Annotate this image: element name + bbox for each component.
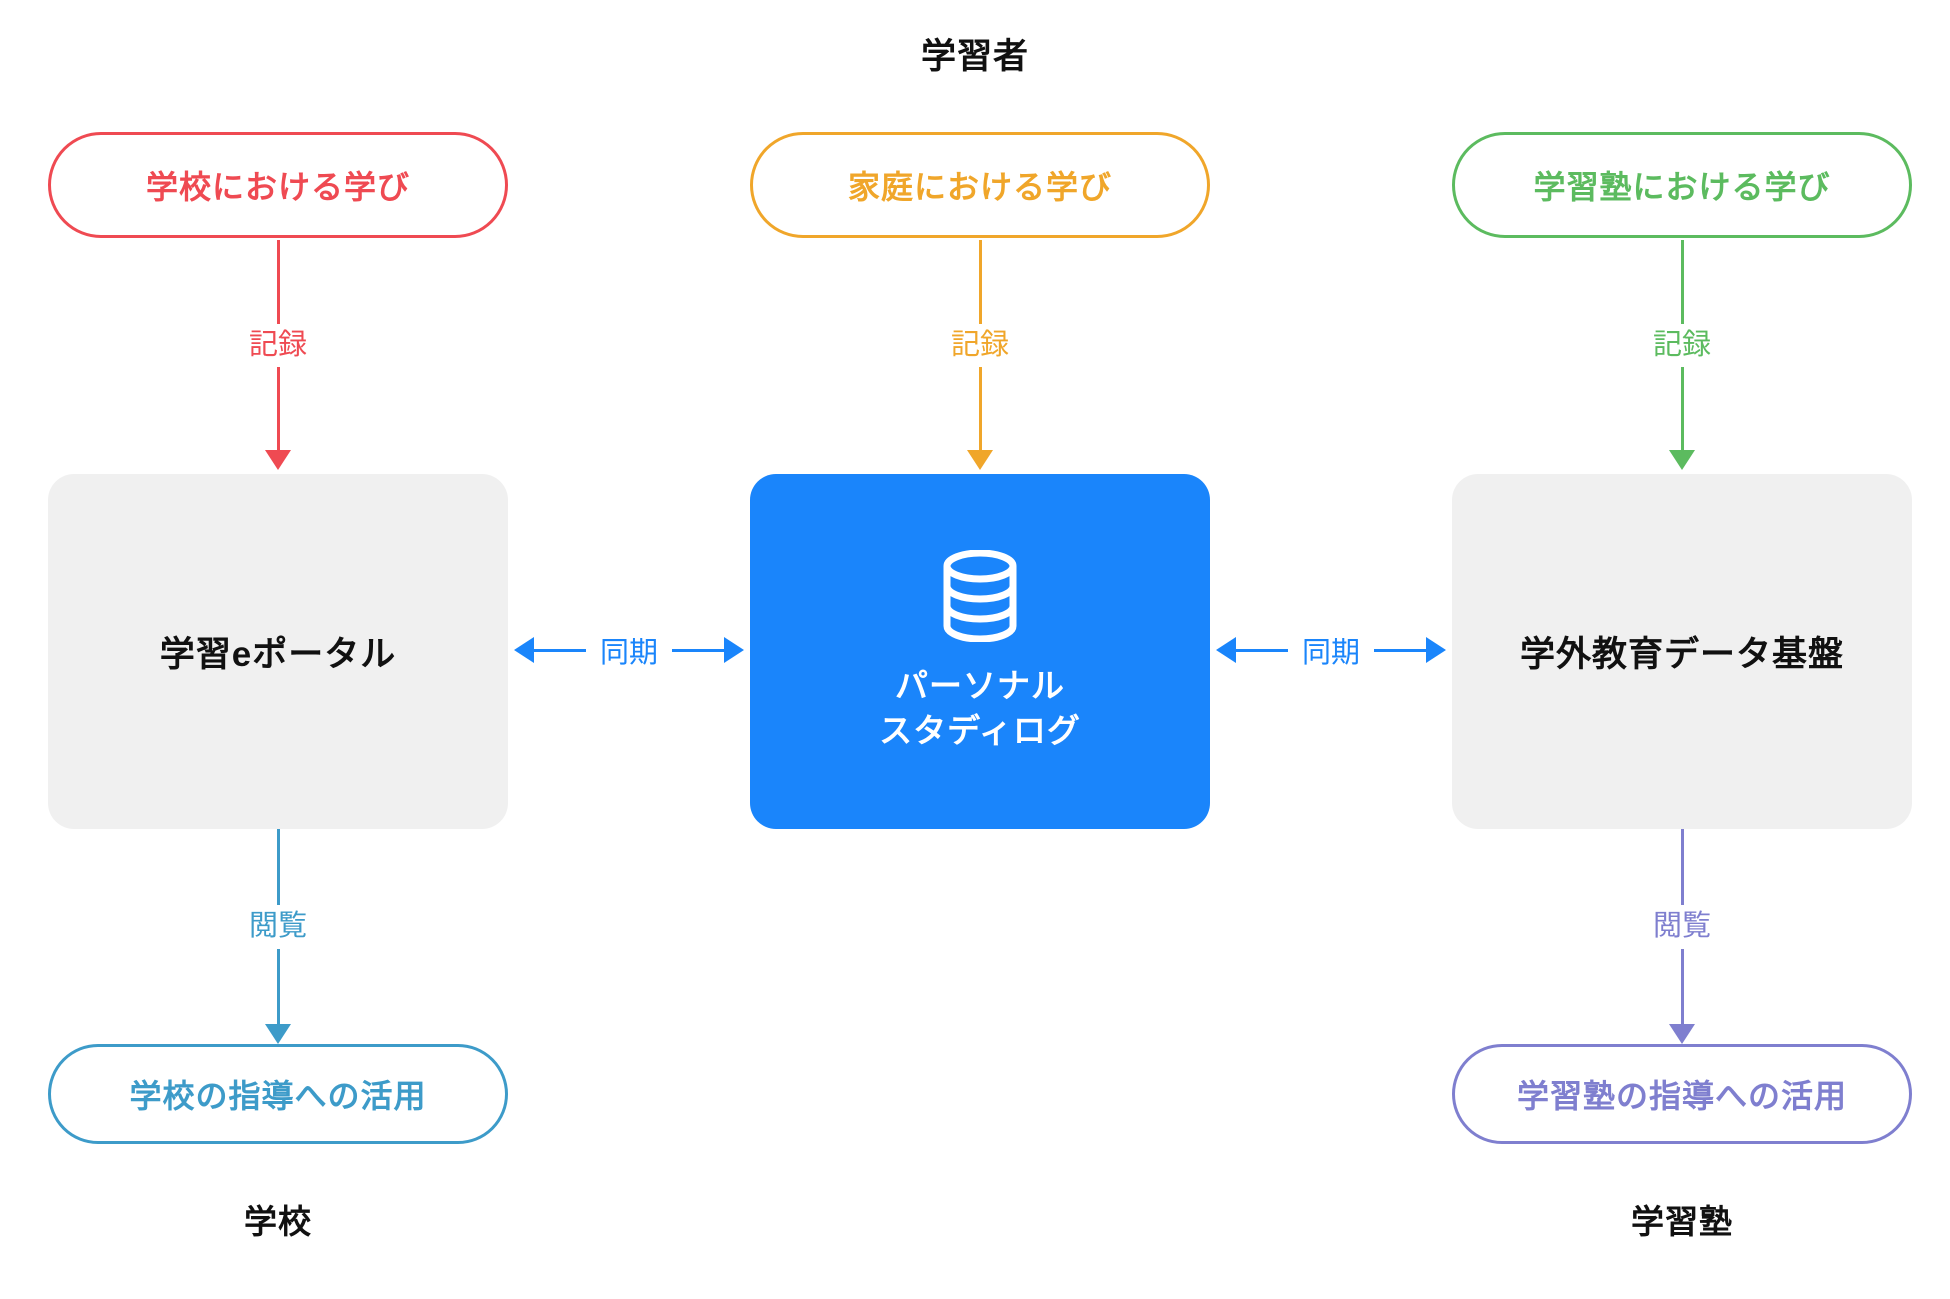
edge-stem: [978, 367, 982, 452]
group-title-learner: 学習者: [920, 37, 1029, 76]
edge-sync-school-hub: 同期: [510, 628, 748, 672]
arrow-down-icon: [1669, 1024, 1695, 1045]
edge-view-school: 閲覧: [183, 829, 373, 1045]
node-hub-external-education-data-label: 学外教育データ基盤: [1519, 635, 1844, 674]
node-hub-personal-study-log-label-line1: パーソナル: [895, 666, 1065, 704]
edge-stem: [1680, 367, 1684, 452]
edge-record-juku-label: 記録: [1652, 328, 1711, 361]
node-outcome-juku-label: 学習塾の指導への活用: [1516, 1078, 1847, 1114]
arrow-left-icon: [513, 637, 534, 663]
arrow-down-icon: [967, 450, 993, 471]
edge-stem: [276, 829, 280, 906]
edge-stem: [276, 367, 280, 452]
edge-stem: [1374, 648, 1426, 652]
node-outcome-school[interactable]: 学校の指導への活用: [48, 1044, 508, 1144]
node-outcome-juku[interactable]: 学習塾の指導への活用: [1452, 1044, 1912, 1144]
node-hub-personal-study-log-label-line2: スタディログ: [879, 711, 1081, 749]
edge-stem: [1680, 829, 1684, 906]
arrow-right-icon: [1426, 637, 1446, 663]
edge-stem: [1680, 240, 1684, 324]
role-caption-juku: 学習塾: [1631, 1203, 1733, 1240]
node-outcome-school-label: 学校の指導への活用: [129, 1078, 427, 1114]
edge-record-home-label: 記録: [950, 328, 1009, 361]
edge-stem: [978, 240, 982, 324]
edge-record-school-label: 記録: [248, 328, 307, 361]
edge-stem: [276, 240, 280, 324]
edge-stem: [533, 648, 586, 652]
arrow-right-icon: [724, 637, 744, 663]
node-source-juku[interactable]: 学習塾における学び: [1452, 132, 1912, 238]
database-icon: [938, 549, 1022, 642]
node-source-school-label: 学校における学び: [145, 169, 410, 205]
edge-view-juku-label: 閲覧: [1652, 910, 1711, 943]
edge-stem: [672, 648, 724, 652]
edge-stem: [1235, 648, 1288, 652]
node-hub-personal-study-log[interactable]: パーソナル スタディログ: [750, 474, 1210, 829]
edge-stem: [276, 948, 280, 1026]
node-source-home[interactable]: 家庭における学び: [750, 132, 1210, 238]
arrow-down-icon: [265, 1024, 291, 1045]
node-hub-school-eportal-label: 学習eポータル: [159, 635, 397, 674]
node-source-school[interactable]: 学校における学び: [48, 132, 508, 238]
edge-record-juku: 記録: [1587, 240, 1777, 471]
edge-sync-hub-juku-label: 同期: [1301, 637, 1360, 669]
arrow-down-icon: [1669, 450, 1695, 471]
edge-record-home: 記録: [885, 240, 1075, 471]
edge-record-school: 記録: [183, 240, 373, 471]
arrow-down-icon: [265, 450, 291, 471]
node-hub-school-eportal[interactable]: 学習eポータル: [48, 474, 508, 829]
edge-view-school-label: 閲覧: [248, 910, 307, 943]
node-hub-external-education-data[interactable]: 学外教育データ基盤: [1452, 474, 1912, 829]
edge-stem: [1680, 948, 1684, 1026]
edge-view-juku: 閲覧: [1587, 829, 1777, 1045]
arrow-left-icon: [1215, 637, 1236, 663]
edge-sync-school-hub-label: 同期: [599, 637, 658, 669]
edge-sync-hub-juku: 同期: [1212, 628, 1450, 672]
node-source-juku-label: 学習塾における学び: [1533, 169, 1831, 205]
role-caption-school: 学校: [244, 1203, 312, 1240]
node-source-home-label: 家庭における学び: [847, 169, 1112, 205]
